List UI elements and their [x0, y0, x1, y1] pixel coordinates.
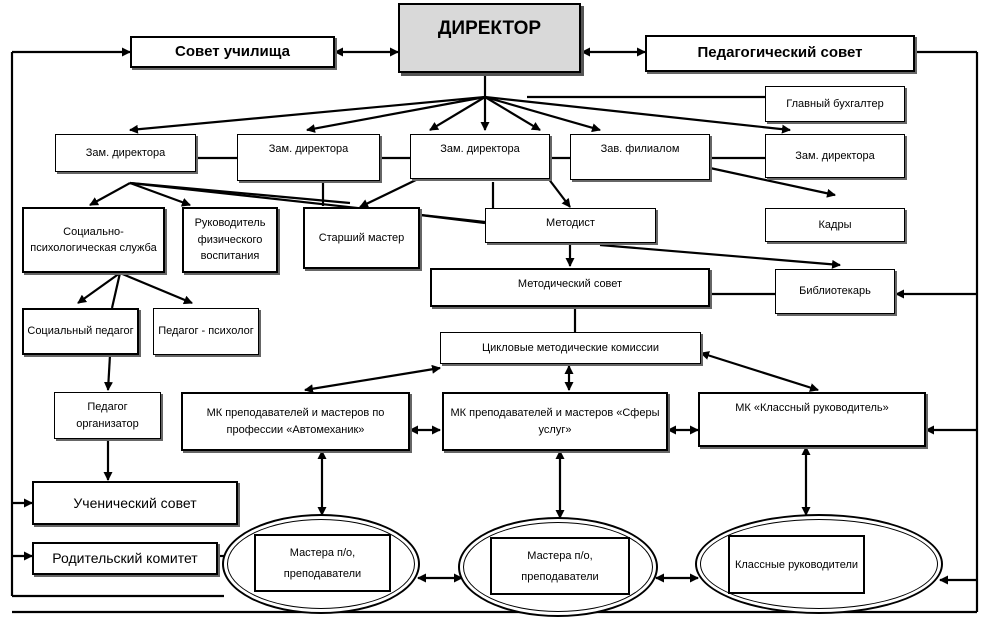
deputy-director-label-4: Зам. директора: [795, 149, 875, 162]
pedagogue-organizer-label: Педагог организатор: [76, 401, 139, 430]
pe-head-label: Руководитель физического воспитания: [194, 217, 266, 263]
social-psych-service-box: Социально-психологическая служба: [22, 207, 165, 273]
student-council-label: Ученический совет: [73, 494, 197, 511]
methodical-council-box: Методический совет: [430, 268, 710, 307]
parent-committee-box: Родительский комитет: [32, 542, 218, 575]
branch-head-box: Зав. филиалом: [570, 134, 710, 180]
mk-services-box: МК преподавателей и мастеров «Сферы услу…: [442, 392, 668, 451]
deputy-director-label-3: Зам. директора: [440, 143, 520, 155]
deputy-director-box-1: Зам. директора: [55, 134, 196, 172]
chief-accountant-box: Главный бухгалтер: [765, 86, 905, 122]
masters-line2-1: преподаватели: [283, 567, 362, 580]
masters-line1-2: Мастера п/о,: [527, 549, 593, 562]
director-label: ДИРЕКТОР: [437, 18, 542, 39]
parent-committee-label: Родительский комитет: [52, 550, 198, 566]
mk-auto-box: МК преподавателей и мастеров по професси…: [181, 392, 410, 451]
student-council-box: Ученический совет: [32, 481, 238, 525]
librarian-box: Библиотекарь: [775, 269, 895, 314]
class-teachers-box: Классные руководители: [728, 535, 865, 594]
social-psych-service-label: Социально-психологическая служба: [30, 225, 157, 255]
deputy-director-box-2: Зам. директора: [237, 134, 380, 181]
senior-master-label: Старший мастер: [318, 231, 405, 244]
cycle-commissions-box: Цикловые методические комиссии: [440, 332, 701, 364]
senior-master-box: Старший мастер: [303, 207, 420, 269]
mk-class-teacher-box: МК «Классный руководитель»: [698, 392, 926, 447]
deputy-director-label-2: Зам. директора: [268, 143, 349, 155]
social-pedagogue-box: Социальный педагог: [22, 308, 139, 355]
school-council-label: Совет училища: [175, 42, 290, 60]
hr-box: Кадры: [765, 208, 905, 242]
librarian-label: Библиотекарь: [799, 285, 871, 298]
masters-box-1: Мастера п/о, преподаватели: [254, 534, 391, 592]
methodist-label: Методист: [546, 217, 595, 229]
pe-head-box: Руководитель физического воспитания: [182, 207, 278, 273]
cycle-commissions-label: Цикловые методические комиссии: [482, 341, 659, 354]
masters-box-2: Мастера п/о, преподаватели: [490, 537, 630, 595]
pedagogue-psychologist-box: Педагог - психолог: [153, 308, 259, 355]
methodist-box: Методист: [485, 208, 656, 243]
pedagogical-council-label: Педагогический совет: [697, 44, 863, 62]
masters-line1-1: Мастера п/о,: [289, 546, 356, 559]
methodical-council-label: Методический совет: [517, 278, 623, 290]
director-box: ДИРЕКТОР: [398, 3, 581, 73]
hr-label: Кадры: [818, 218, 852, 231]
chief-accountant-label: Главный бухгалтер: [786, 97, 884, 110]
mk-services-label: МК преподавателей и мастеров «Сферы услу…: [450, 407, 660, 436]
pedagogical-council-box: Педагогический совет: [645, 35, 915, 72]
deputy-director-label-1: Зам. директора: [85, 146, 166, 159]
deputy-director-box-3: Зам. директора: [410, 134, 550, 179]
pedagogue-psychologist-label: Педагог - психолог: [158, 325, 254, 338]
social-pedagogue-label: Социальный педагог: [27, 325, 134, 338]
mk-auto-label: МК преподавателей и мастеров по професси…: [206, 407, 385, 436]
branch-head-label: Зав. филиалом: [600, 143, 680, 155]
class-teachers-label: Классные руководители: [734, 558, 859, 571]
deputy-director-box-4: Зам. директора: [765, 134, 905, 178]
mk-class-teacher-label: МК «Классный руководитель»: [735, 402, 889, 414]
masters-line2-2: преподаватели: [521, 570, 599, 583]
pedagogue-organizer-box: Педагог организатор: [54, 392, 161, 439]
school-council-box: Совет училища: [130, 36, 335, 68]
